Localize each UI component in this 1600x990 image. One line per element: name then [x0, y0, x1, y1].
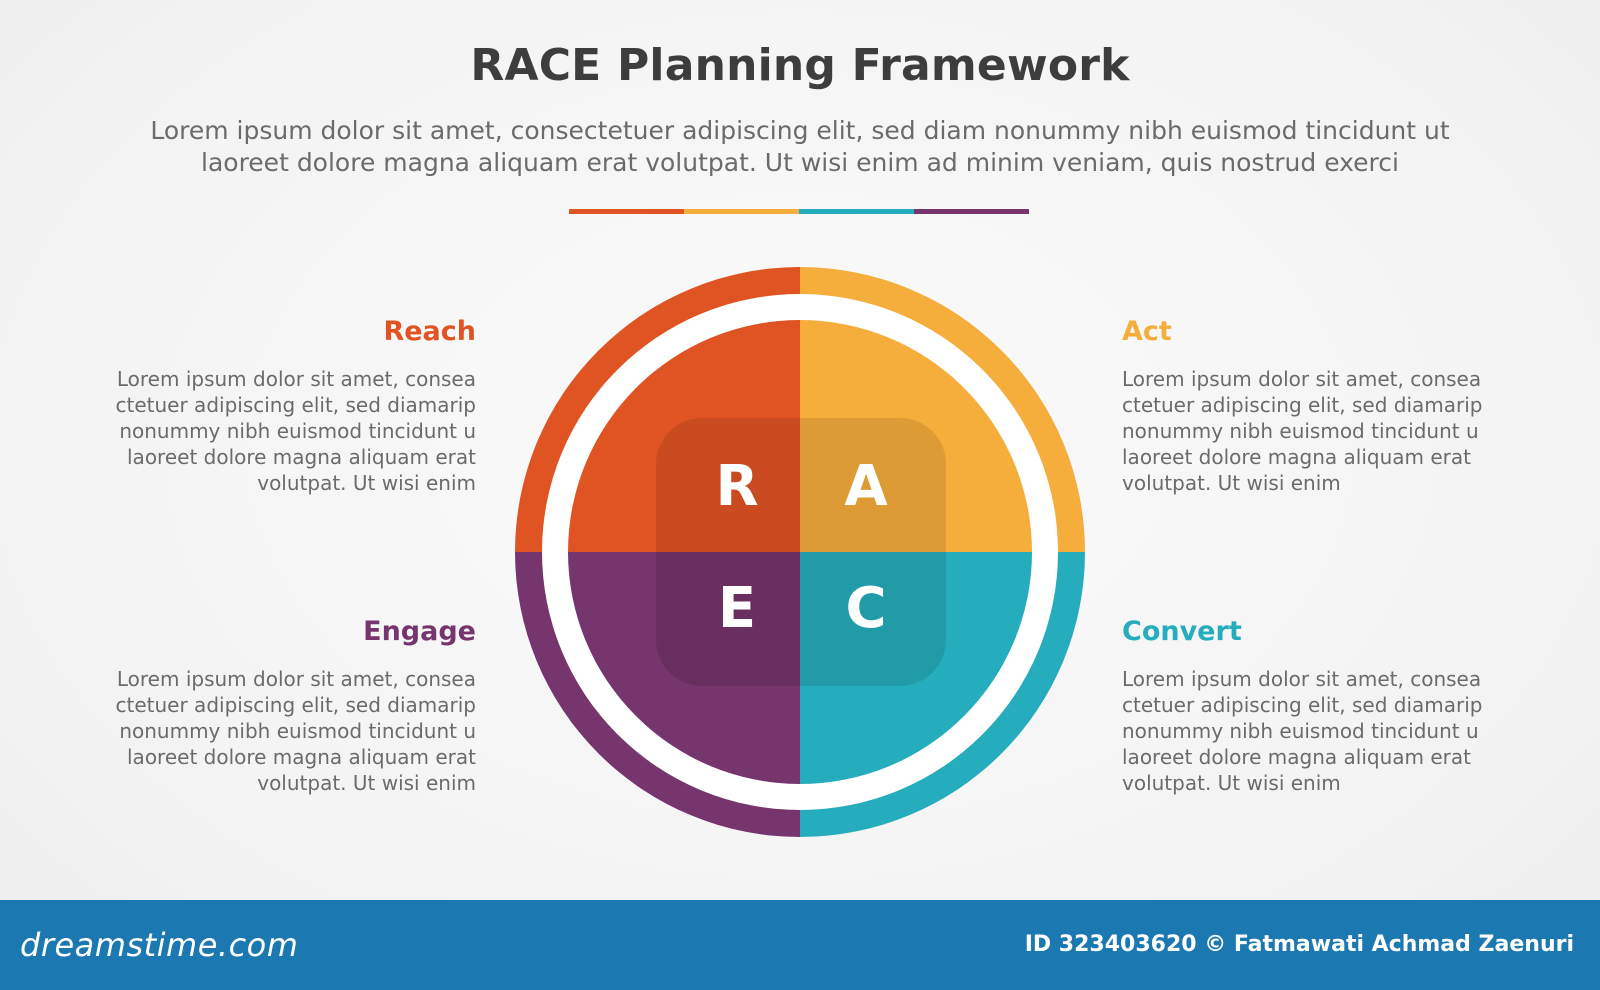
color-divider	[569, 209, 1029, 214]
inner-act	[800, 320, 1032, 552]
divider-segment-reach	[569, 209, 684, 214]
act-title: Act	[1122, 316, 1172, 347]
race-circle-diagram: R A E C	[515, 267, 1085, 837]
center-overlay	[656, 418, 946, 686]
divider-segment-act	[684, 209, 799, 214]
inner-engage	[568, 552, 800, 784]
divider-segment-convert	[799, 209, 914, 214]
letter-reach: R	[715, 454, 758, 519]
inner-convert	[800, 552, 1032, 784]
reach-description: Lorem ipsum dolor sit amet, consea ctetu…	[115, 367, 476, 495]
convert-title: Convert	[1122, 616, 1242, 647]
letter-convert: C	[845, 576, 886, 641]
act-description: Lorem ipsum dolor sit amet, consea ctetu…	[1122, 367, 1483, 495]
engage-description: Lorem ipsum dolor sit amet, consea ctetu…	[115, 667, 476, 795]
convert-description: Lorem ipsum dolor sit amet, consea ctetu…	[1122, 667, 1483, 795]
dreamstime-logo[interactable]: dreamstime.com	[20, 926, 299, 964]
image-credit: ID 323403620 © Fatmawati Achmad Zaenuri	[1024, 932, 1574, 957]
divider-segment-engage	[914, 209, 1029, 214]
letter-act: A	[844, 454, 888, 519]
page-subtitle: Lorem ipsum dolor sit amet, consectetuer…	[150, 116, 1450, 177]
footer-bar: dreamstime.com ID 323403620 © Fatmawati …	[0, 900, 1600, 990]
engage-title: Engage	[363, 616, 476, 647]
reach-title: Reach	[383, 316, 476, 347]
inner-reach	[568, 320, 800, 552]
letter-engage: E	[718, 576, 756, 641]
page-title: RACE Planning Framework	[470, 40, 1130, 91]
